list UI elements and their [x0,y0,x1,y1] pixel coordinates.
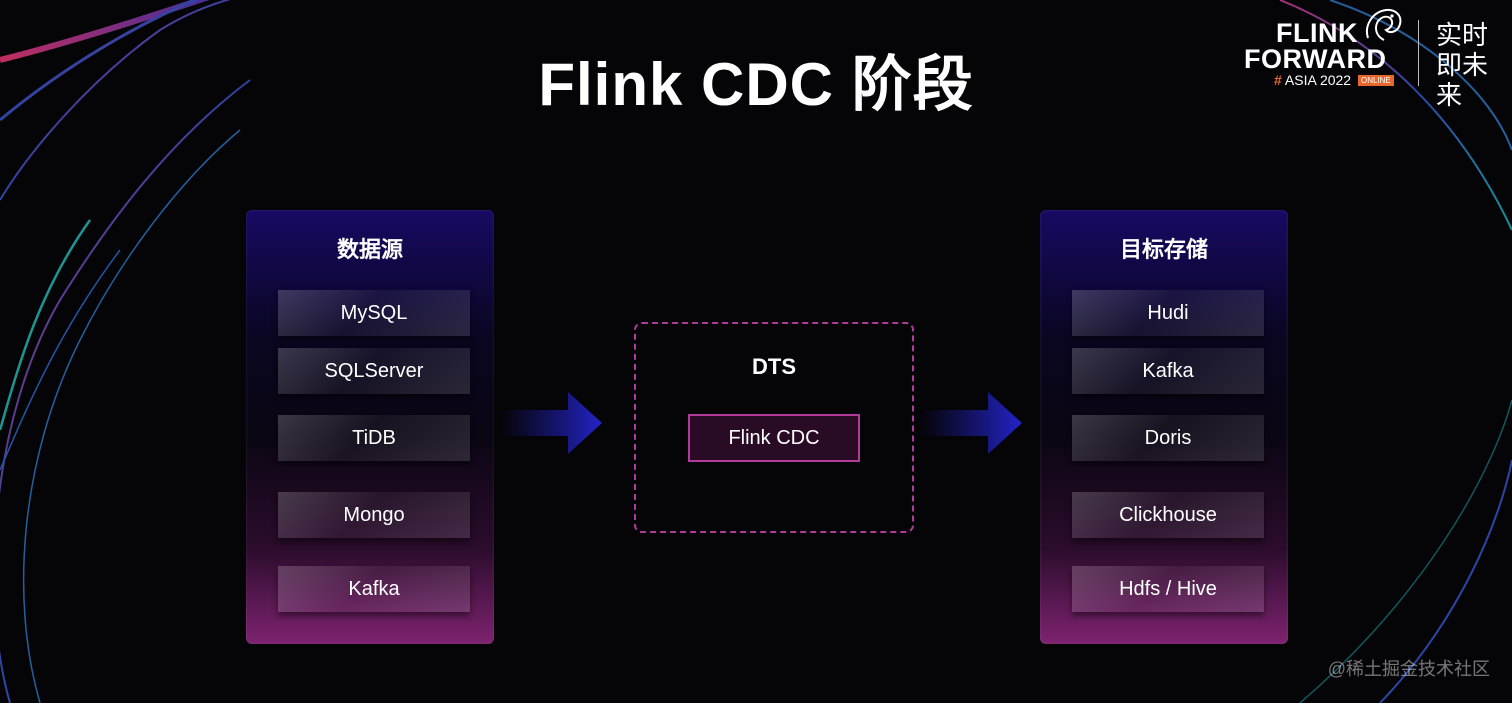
logo-hash: # [1274,72,1282,88]
flink-cdc-box: Flink CDC [688,414,860,462]
target-item-hudi: Hudi [1072,290,1264,336]
target-panel-title: 目标存储 [1119,237,1208,262]
source-item-mongo: Mongo [278,492,470,538]
target-item-doris: Doris [1072,415,1264,461]
source-panel-title: 数据源 [336,237,403,262]
slide-title: Flink CDC 阶段 [538,51,974,118]
logo-online-badge: ONLINE [1357,75,1394,86]
flink-forward-logo: FLINK FORWARD # ASIA 2022 ONLINE 实时即未来 [1244,8,1504,110]
source-item-kafka: Kafka [278,566,470,612]
target-item-kafka: Kafka [1072,348,1264,394]
logo-line-forward: FORWARD [1244,44,1387,74]
logo-event: # ASIA 2022 ONLINE [1274,72,1394,88]
source-panel: 数据源 MySQL SQLServer TiDB Mongo Kafka [246,210,494,644]
source-item-mysql: MySQL [278,290,470,336]
arrow-right-icon [500,392,602,454]
target-item-clickhouse: Clickhouse [1072,492,1264,538]
logo-line-flink: FLINK [1276,18,1358,48]
watermark: @稀土掘金技术社区 [1327,659,1490,679]
squirrel-icon [1366,8,1402,41]
dts-container: DTS Flink CDC [634,322,914,533]
target-item-hdfs-hive: Hdfs / Hive [1072,566,1264,612]
source-item-tidb: TiDB [278,415,470,461]
source-item-sqlserver: SQLServer [278,348,470,394]
dts-title: DTS [752,354,796,379]
logo-event-name: ASIA 2022 [1284,72,1352,88]
target-panel: 目标存储 Hudi Kafka Doris Clickhouse Hdfs / … [1040,210,1288,644]
logo-divider [1418,20,1419,86]
logo-tagline: 实时即未来 [1436,20,1489,110]
arrow-right-icon [920,392,1022,454]
